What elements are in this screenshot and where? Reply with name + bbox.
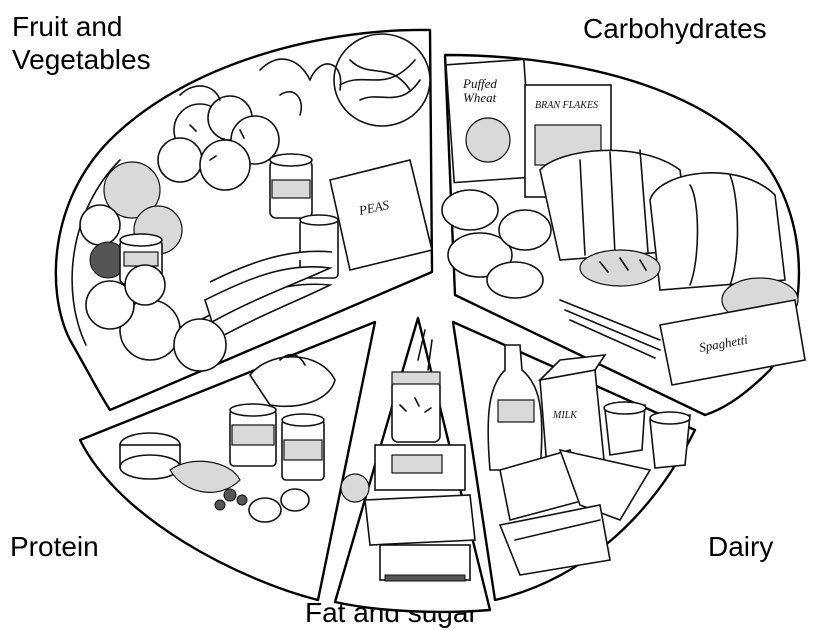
cereal-box-2-text: BRAN FLAKES	[535, 100, 598, 111]
bread-rolls-drawing	[580, 250, 660, 286]
jam-jar-drawing	[392, 372, 440, 442]
butter-pack-drawing	[380, 545, 470, 581]
cereal-box-1-text: PuffedWheat	[462, 76, 497, 105]
milk-carton-text: MILK	[552, 410, 578, 421]
cereal-box-puffed-wheat-drawing: PuffedWheat	[446, 59, 532, 182]
segment-fruit-and-vegetables: PEAS	[56, 30, 432, 410]
cabbage-drawing	[334, 34, 430, 126]
bread-loaf-drawing	[650, 173, 785, 290]
tin-can-drawing	[270, 154, 312, 218]
tin-can-fish-drawing	[282, 414, 324, 480]
margarine-tub-drawing	[375, 445, 465, 490]
tin-can-beans-drawing	[230, 404, 276, 466]
